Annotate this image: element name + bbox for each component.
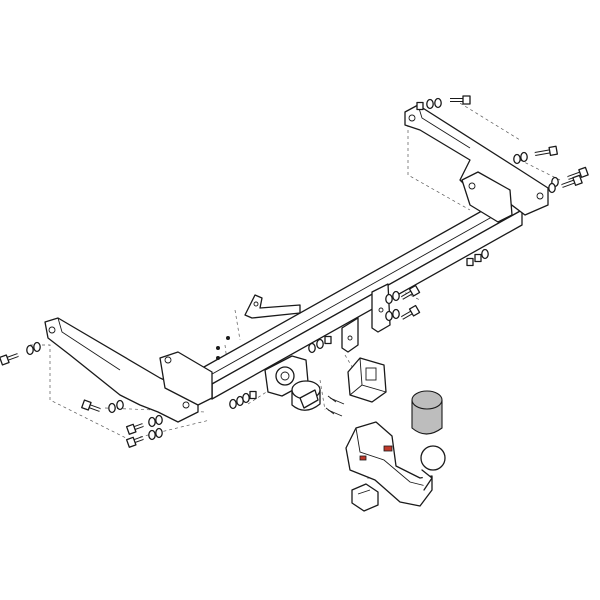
nut [474,253,482,263]
electrical-socket [291,380,337,415]
washer [229,398,237,410]
bolt-head [548,145,559,156]
screw [327,409,343,417]
bolt-head [0,354,10,366]
bolt-head [462,95,471,105]
ball-cover-cap [411,390,443,435]
key-lock-insert [351,483,379,512]
washer [316,338,324,350]
nut [324,335,332,345]
bolt-head [125,423,137,435]
washer [155,414,163,426]
small-angle-bracket [244,294,301,319]
washer [116,399,124,411]
bolt-head [81,399,92,411]
washer [385,310,393,322]
washer [242,392,250,404]
detachable-tow-ball [345,421,446,507]
washer [392,308,400,320]
mid-mount-plates [341,283,391,353]
washer [426,98,434,110]
washer [148,429,156,441]
nut [466,257,474,267]
washer [108,402,116,414]
nut [249,390,257,400]
washer [392,290,400,302]
bolt-head [408,284,421,297]
small-nut [216,346,220,350]
bracket-right [404,104,549,223]
washer [513,153,521,165]
washer [33,341,41,353]
washer [520,151,528,163]
small-nut [216,356,220,360]
bolt-head [125,436,137,448]
washer [148,416,156,428]
nut [416,101,424,111]
bolt-head [578,166,589,178]
bolt-head [408,304,421,317]
washer [385,293,393,305]
small-nut [226,336,230,340]
washer [481,248,489,260]
washer [155,427,163,439]
washer [308,342,316,354]
washer [26,344,34,356]
screw [329,397,345,405]
bolt-head [572,174,583,186]
fastener-set [0,95,589,448]
ball-receiver-housing [347,357,387,403]
washer [434,97,442,109]
bracket-left [44,317,213,423]
washer [548,182,556,194]
